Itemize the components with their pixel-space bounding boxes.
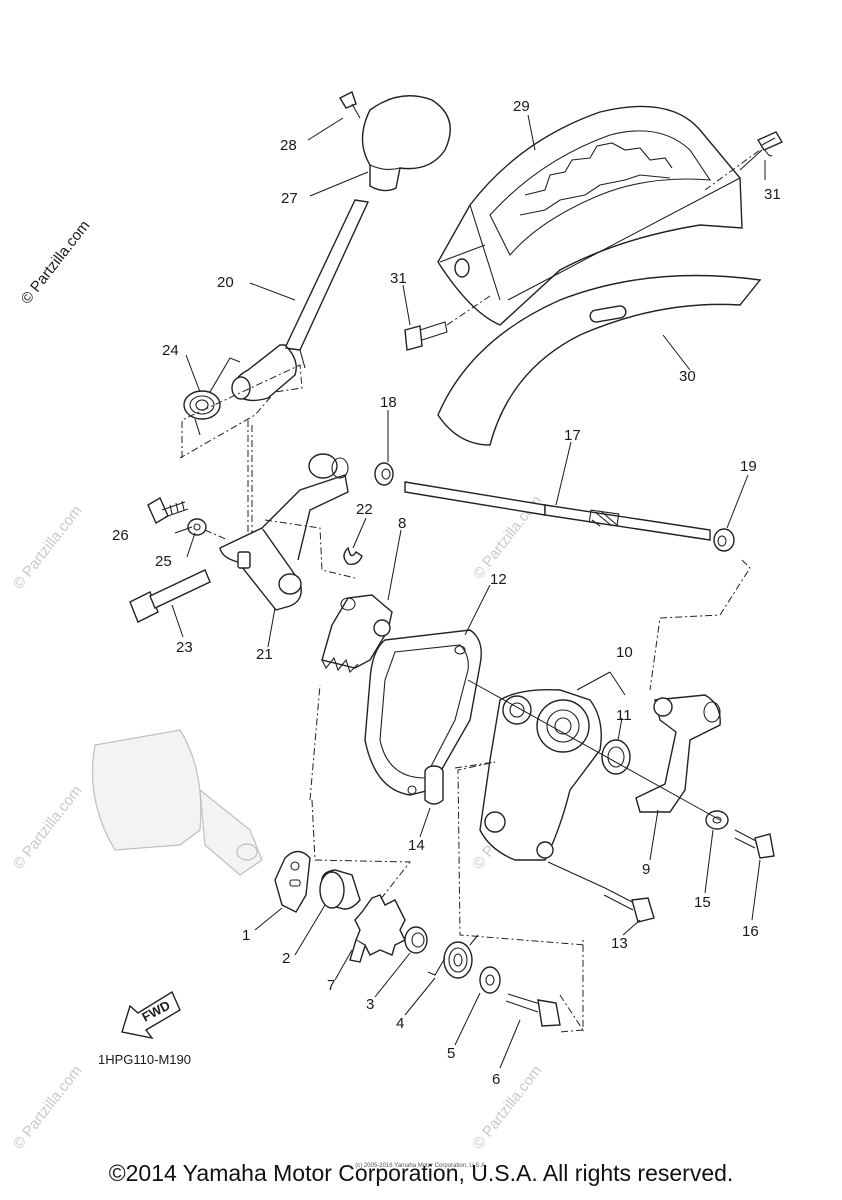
callout-16: 16 [742,923,759,940]
housing-seal [601,739,631,775]
shift-arm [219,453,356,611]
lever-alignment-line [179,364,303,545]
knob-screw [339,91,361,119]
shaft-seal-right [713,528,735,552]
shaft-seal-left [374,462,394,486]
watermark-tile: © Partzilla.com [10,502,86,592]
callout-14: 14 [408,837,425,854]
cover-bolt-right [704,131,784,191]
callout-13: 13 [611,935,628,952]
callout-29: 29 [513,98,530,115]
callout-24: 24 [162,342,179,359]
part-1-segment-plate [274,850,311,913]
callout-7: 7 [327,977,335,994]
housing-gasket [364,629,482,796]
shift-lever [231,199,370,402]
callout-31-right: 31 [764,186,781,203]
callout-17: 17 [564,427,581,444]
shift-housing [479,689,602,861]
callout-26: 26 [112,527,129,544]
callout-19: 19 [740,458,757,475]
lower-alignment-line [309,684,584,1033]
callout-2: 2 [282,950,290,967]
callout-31-left: 31 [390,270,407,287]
shift-drum [91,729,263,876]
watermark-tile: © Partzilla.com [470,1062,546,1152]
shift-segment [321,594,393,674]
callout-11: 11 [616,707,632,724]
callout-22: 22 [356,501,373,518]
callout-5: 5 [447,1045,455,1062]
callout-9: 9 [642,861,650,878]
arm-washer [187,518,229,541]
callout-10: 10 [616,644,633,661]
callout-leaders [171,114,766,1069]
callout-1: 1 [242,927,250,944]
callout-25: 25 [155,553,172,570]
shaft-alignment-line [649,559,751,691]
stopper-arm [635,694,721,813]
callout-30: 30 [679,368,696,385]
callout-6: 6 [492,1071,500,1088]
housing-collar [424,765,444,805]
shift-cover [437,105,743,326]
part-6-bolt [505,993,561,1027]
arm-bolt-16 [734,829,775,859]
part-2-collar [319,869,361,910]
part-5-washer [479,966,501,994]
callout-21: 21 [256,646,273,663]
shift-shaft [404,481,711,541]
cover-bolt-left [404,295,491,351]
watermark-side: © Partzilla.com [18,217,94,307]
part-4-spring [427,934,479,979]
part-7-star-wheel [349,894,406,963]
watermark-tile: © Partzilla.com [10,782,86,872]
callout-3: 3 [366,996,374,1013]
arm-clip [343,546,363,566]
callout-4: 4 [396,1015,404,1032]
fine-print: (c) 2005-2016 Yamaha Motor Corporation, … [355,1163,487,1169]
callout-15: 15 [694,894,711,911]
copyright-footer: ©2014 Yamaha Motor Corporation, U.S.A. A… [108,1160,734,1186]
part-3-washer [404,926,428,954]
callout-27: 27 [281,190,298,207]
callout-20: 20 [217,274,234,291]
housing-alignment-line [454,761,586,946]
watermark-tile: © Partzilla.com [10,1062,86,1152]
callout-18: 18 [380,394,397,411]
callout-8: 8 [398,515,406,532]
callout-12: 12 [490,571,507,588]
lever-spring [183,357,241,436]
assembly-guide-line [467,679,721,821]
arm-long-bolt [129,569,211,623]
diagram-code: 1HPG110-M190 [98,1052,191,1067]
fwd-arrow-icon: FWD [121,990,181,1040]
housing-bolt-13 [547,861,655,923]
arm-short-bolt [147,497,189,524]
shift-boot [437,274,762,446]
callout-28: 28 [280,137,297,154]
callout-23: 23 [176,639,193,656]
shift-knob [361,95,451,192]
